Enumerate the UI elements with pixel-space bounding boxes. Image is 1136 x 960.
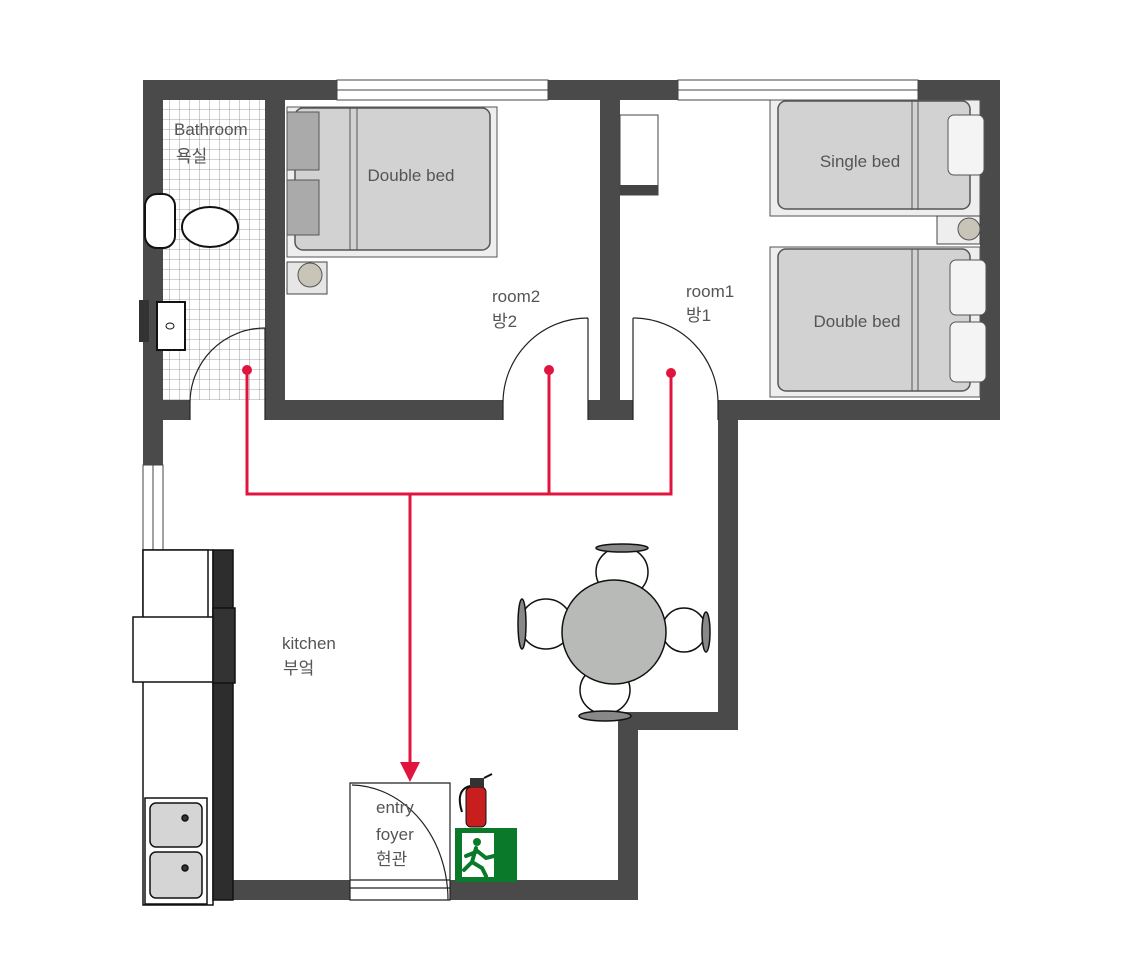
room1-nightstand-lamp [936, 215, 981, 245]
bathroom-label-ko: 욕실 [176, 147, 207, 166]
entry-label-ko: 현관 [376, 850, 407, 869]
bathroom-door [189, 327, 266, 420]
entry-label: entry [376, 798, 414, 817]
room1-door [632, 317, 719, 420]
emergency-exit-sign-icon [455, 828, 517, 882]
stove-icon [132, 616, 214, 683]
foyer-label: foyer [376, 825, 414, 844]
room1-double-bed: Double bed [769, 246, 987, 398]
window-top-room1 [677, 79, 919, 101]
sink-icon [139, 300, 186, 351]
entry-door [349, 782, 451, 901]
kitchen-counter [132, 549, 236, 906]
kitchen-label-ko: 부엌 [283, 659, 314, 678]
bathroom-label: Bathroom [174, 120, 248, 139]
window-left-kitchen [142, 464, 164, 551]
fire-extinguisher-icon [458, 773, 493, 828]
room1-label-ko: 방1 [686, 306, 711, 325]
bathroom-floor [163, 100, 265, 400]
room1-wardrobe [619, 114, 659, 196]
room1-single-bed-label: Single bed [820, 152, 900, 171]
room1-single-bed: Single bed [769, 99, 985, 217]
room1-double-bed-label: Double bed [814, 312, 901, 331]
toilet-icon [144, 193, 239, 249]
route-start-room1 [666, 368, 676, 378]
route-start-room2 [544, 365, 554, 375]
evacuation-arrow-icon [400, 762, 420, 782]
room1-label: room1 [686, 282, 734, 301]
microwave-icon [142, 549, 209, 621]
room2-double-bed: Double bed [286, 106, 498, 258]
route-start-bathroom [242, 365, 252, 375]
room2-nightstand-lamp [286, 261, 328, 295]
evacuation-route [245, 370, 673, 768]
room2-bed-label: Double bed [368, 166, 455, 185]
room2-door [502, 317, 589, 420]
kitchen-label: kitchen [282, 634, 336, 653]
window-top-room2 [336, 79, 549, 101]
room2-label-ko: 방2 [492, 312, 517, 331]
room2-label: room2 [492, 287, 540, 306]
dining-table [517, 543, 711, 722]
